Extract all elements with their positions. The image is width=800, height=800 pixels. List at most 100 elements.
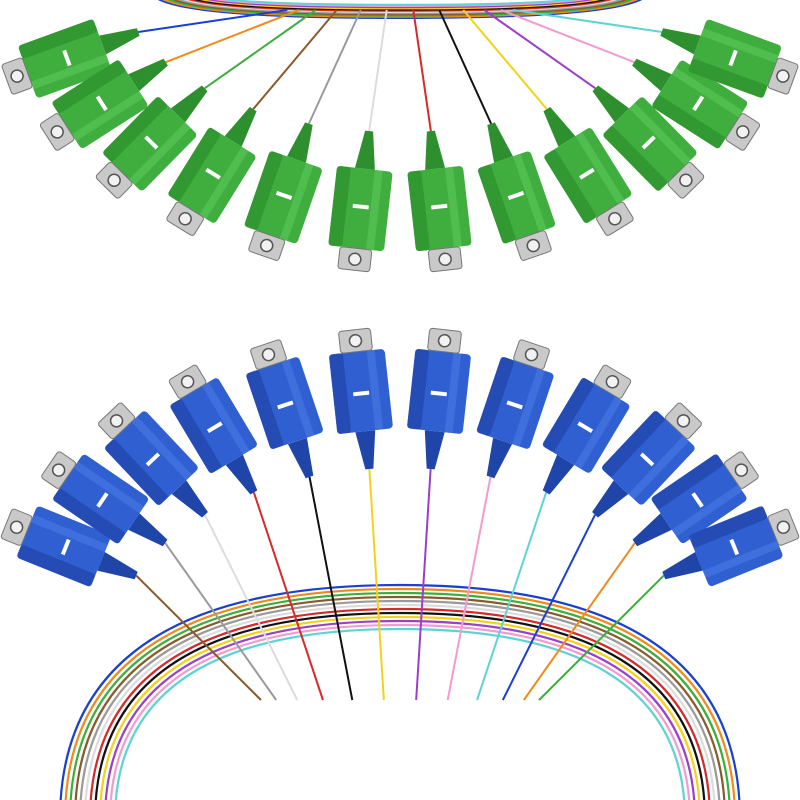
connector-boot [592,480,629,518]
fiber-coil-loop [187,0,613,12]
connector-marker [691,492,704,508]
fiber-strand [501,514,596,701]
connector-marker [430,390,447,397]
connector-highlight [575,131,625,205]
connector-marker [206,421,223,434]
connector-highlight [128,122,191,186]
connector-highlight [671,484,743,537]
ferrule-tip [107,173,121,188]
connector-highlight [445,166,462,248]
fiber-coil-loop [84,603,716,800]
green-sc-connector [632,58,761,151]
fiber-coil-loop [109,623,691,800]
fiber-coil-loop [79,599,721,800]
connector-marker [641,135,656,150]
blue-sc-connector [98,402,208,518]
connector-highlight [201,381,250,455]
connector-shade [477,164,516,244]
connector-boot [354,130,375,170]
fiber-strand [368,468,385,701]
green-sc-connector [543,107,634,236]
connector-highlight [199,146,249,219]
blue-sc-connector [592,402,702,518]
connector-boot [486,437,513,479]
ferrule-tip [50,125,64,139]
fiber-strand [538,574,665,701]
fiber-coil-loop [172,0,628,16]
connector-shade [18,19,97,59]
ferrule-tip [526,238,541,253]
fiber-coil-loop [214,0,586,8]
connector-highlight [671,67,744,118]
connector-boot [128,513,168,547]
connector-marker [205,167,221,180]
blue-sc-connector [0,506,138,587]
connector-shade [544,149,597,224]
ferrule-tip [676,414,691,428]
connector-highlight [131,416,193,481]
connector-marker [277,400,294,410]
green-sc-connector [407,130,472,273]
ferrule-tip [736,125,750,139]
connector-boot [424,430,445,470]
ferrule-tip [261,347,276,362]
top-fiber-strands [138,9,662,132]
connector-boot [487,122,513,163]
ferrule-tip [734,463,749,477]
connector-marker [639,452,655,467]
connector-shade [170,399,222,474]
connector-marker [577,421,594,434]
connector-shade [603,126,667,191]
connector-shade [688,58,767,98]
blue-sc-connector [329,327,393,470]
fiber-coil-loop [193,0,607,11]
connector-boot [225,454,258,495]
fiber-strand [252,9,338,110]
blue-sc-connector [632,451,759,547]
connector-marker [728,49,738,67]
connector-shade [53,489,125,544]
fiber-strand [446,476,492,701]
ferrule-tip [348,334,363,348]
ferrule-tip [438,252,452,267]
blue-sc-connector [41,451,168,547]
fiber-strand [500,9,635,64]
connector-marker [506,400,523,410]
fiber-strand [415,468,432,701]
connector-marker [144,135,159,150]
green-sc-connector [1,19,140,98]
connector-shade [168,127,221,201]
ferrule-tip [437,334,452,348]
connector-shade [104,439,168,506]
fiber-coil-loop [114,627,686,800]
green-sc-connector [244,122,322,261]
connector-marker [729,538,740,556]
connector-highlight [512,368,546,447]
blue-sc-connector [407,327,471,470]
bottom-fiber-coil-bundle [59,583,741,800]
connector-boot [662,552,703,580]
connector-highlight [512,153,547,232]
ferrule-tip [51,463,66,477]
connector-boot [99,28,140,55]
connector-highlight [73,461,144,514]
fiber-strand [165,9,300,64]
fiber-strand [308,476,354,701]
connector-highlight [30,54,109,90]
blue-sc-upc-connector-fan [0,327,800,587]
blue-sc-connector [662,506,800,587]
connector-marker [507,190,525,200]
connector-boot [97,552,138,580]
connector-boot [224,107,257,147]
connector-boot [632,58,672,92]
connector-marker [95,95,108,112]
connector-shade [407,170,430,252]
connector-shade [689,506,768,548]
blue-sc-connector [168,364,258,495]
fiber-coil-loop [74,595,726,800]
connector-boot [592,85,630,123]
fiber-strand [438,9,492,125]
connector-boot [287,437,314,479]
connector-highlight [700,28,779,63]
